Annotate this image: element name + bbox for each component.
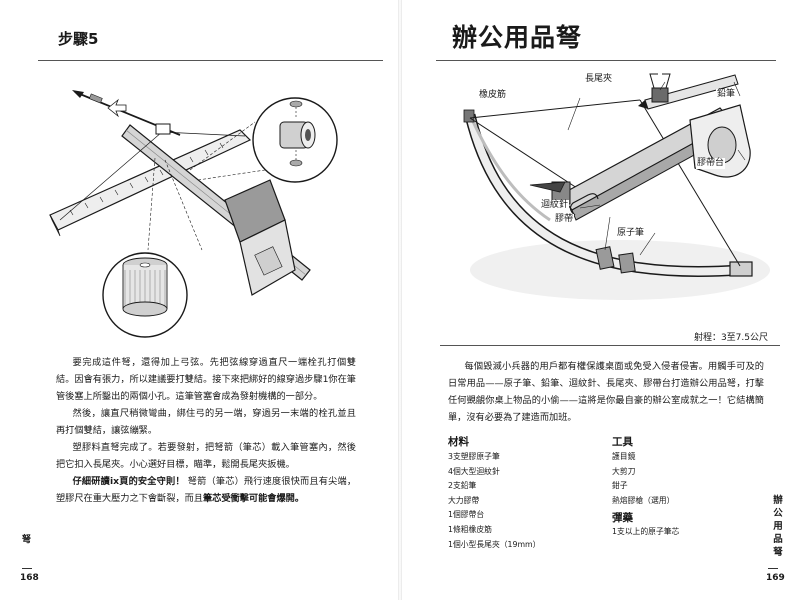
warning-emphasis: 仔細研讀ix頁的安全守則！ <box>72 476 185 487</box>
list-item: 鉗子 <box>612 481 628 491</box>
ammo-heading: 彈藥 <box>612 512 633 524</box>
warning-emphasis-end: 筆芯受衝擊可能會爆開。 <box>203 493 305 504</box>
body-paragraph: 然後，讓直尺稍微彎曲，綁住弓的另一端，穿過另一末端的栓孔並且再打個雙結，讓弦繃緊… <box>56 408 356 436</box>
list-item: 2支鉛筆 <box>448 481 477 491</box>
list-item: 護目鏡 <box>612 452 636 461</box>
title-rule <box>436 60 776 61</box>
list-item: 1條粗橡皮筋 <box>448 524 492 534</box>
page-title: 辦公用品弩 <box>452 23 583 52</box>
list-item: 4個大型迴紋針 <box>448 466 500 476</box>
body-paragraph: 塑膠料直弩完成了。若要發射，把弩箭（筆芯）載入筆管塞內，然後把它扣入長尾夾。小心… <box>56 442 356 470</box>
list-item: 3支塑膠原子筆 <box>448 452 500 461</box>
callout-pushpin: 迴紋針 <box>540 200 570 211</box>
warning-text: 弩箭（筆芯）飛行速度很快而且有尖端，塑膠尺在重大壓力之下會斷裂，而且 <box>56 476 357 504</box>
ammo-list: 1支以上的原子筆芯 <box>612 525 679 540</box>
callout-tape: 膠帶 <box>554 214 575 225</box>
left-body-text: 要完成這件弩，還得加上弓弦。先把弦線穿過直尺一端栓孔打個雙結。因會有張力，所以建… <box>56 354 356 507</box>
folio-rule <box>22 568 32 569</box>
callout-binder-clip: 長尾夾 <box>584 74 614 85</box>
tools-heading: 工具 <box>612 436 633 448</box>
left-page: 步驟5 <box>20 30 383 583</box>
list-item: 熱熔膠槍（選用） <box>612 495 675 505</box>
body-paragraph: 要完成這件弩，還得加上弓弦。先把弦線穿過直尺一端栓孔打個雙結。因會有張力，所以建… <box>56 357 356 402</box>
callout-rubber-band: 橡皮筋 <box>478 90 508 101</box>
materials-list: 3支塑膠原子筆 4個大型迴紋針 2支鉛筆 大力膠帶 1個膠帶台 1條粗橡皮筋 1… <box>448 450 540 552</box>
materials-heading: 材料 <box>448 436 469 448</box>
step-title: 步驟5 <box>58 30 99 48</box>
list-item: 1支以上的原子筆芯 <box>612 527 680 536</box>
range-rule <box>440 345 780 346</box>
list-item: 大力膠帶 <box>448 495 480 505</box>
step5-illustration <box>49 90 338 338</box>
callout-pencil: 鉛筆 <box>716 89 737 100</box>
intro-paragraph: 每個毀滅小兵器的用戶都有權保護桌面或免受入侵者侵害。用觸手可及的日常用品——原子… <box>448 361 764 423</box>
side-tab-label: 弩 <box>22 535 32 545</box>
crossbow-illustration <box>463 73 770 300</box>
title-rule <box>38 60 383 61</box>
tools-list: 護目鏡 大剪刀 鉗子 熱熔膠槍（選用） <box>612 450 674 508</box>
range-spec: 射程：3至7.5公尺 <box>693 333 768 343</box>
safety-warning: 仔細研讀ix頁的安全守則！ 弩箭（筆芯）飛行速度很快而且有尖端，塑膠尺在重大壓力… <box>56 473 356 507</box>
book-gutter <box>398 0 402 600</box>
list-item: 1個小型長尾夾（19mm） <box>448 539 541 549</box>
right-page: 辦公用品弩 <box>400 0 800 600</box>
side-tab-label: 辦公用品弩 <box>773 495 783 558</box>
page-number: 168 <box>20 573 39 583</box>
page-number: 169 <box>766 573 785 583</box>
callout-tape-dispenser: 膠帶台 <box>696 158 726 169</box>
folio-rule <box>768 568 778 569</box>
list-item: 大剪刀 <box>612 466 636 476</box>
callout-pen: 原子筆 <box>616 228 646 239</box>
list-item: 1個膠帶台 <box>448 510 485 520</box>
intro-text: 每個毀滅小兵器的用戶都有權保護桌面或免受入侵者侵害。用觸手可及的日常用品——原子… <box>448 358 764 426</box>
